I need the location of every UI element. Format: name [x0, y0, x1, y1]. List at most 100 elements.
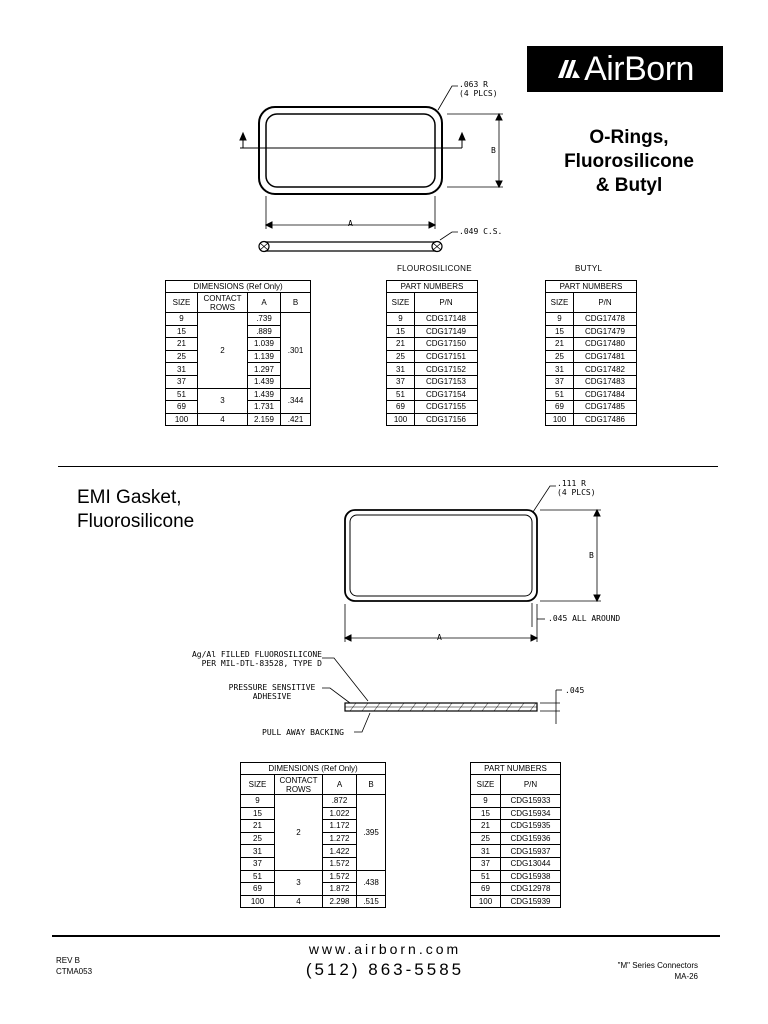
a-cell: .872 [322, 794, 357, 808]
pn-cell: CDG17479 [573, 324, 637, 339]
size-cell: 31 [545, 362, 574, 376]
pn-cell: CDG15935 [500, 819, 561, 833]
size-cell: 25 [240, 831, 275, 846]
emi-gasket-drawing [322, 485, 601, 733]
size-cell: 69 [165, 400, 198, 414]
rows-cell: 4 [197, 412, 248, 427]
table-caption: DIMENSIONS (Ref Only) [239, 762, 387, 775]
size-cell: 31 [470, 844, 501, 858]
col-header: SIZE [240, 774, 275, 795]
size-cell: 9 [470, 794, 501, 808]
adhesive-line: PRESSURE SENSITIVE [228, 683, 316, 692]
pn-cell: CDG12978 [500, 882, 561, 896]
section1-title: O-Rings, Fluorosilicone & Butyl [500, 126, 758, 198]
pn-cell: CDG15939 [500, 894, 561, 909]
pn-cell: CDG17156 [414, 412, 478, 427]
radius-value: .111 R [557, 479, 586, 488]
pn-cell: CDG15933 [500, 794, 561, 808]
radius-note: .111 R (4 PLCS) [557, 479, 596, 497]
rows-cell: 4 [274, 894, 323, 909]
pn-cell: CDG17482 [573, 362, 637, 376]
pn-cell: CDG17151 [414, 349, 478, 364]
pn-cell: CDG17154 [414, 387, 478, 402]
size-cell: 15 [240, 806, 275, 821]
size-cell: 21 [240, 819, 275, 833]
size-cell: 100 [240, 894, 275, 909]
revision: REV B [56, 956, 81, 965]
size-cell: 25 [470, 831, 501, 846]
size-cell: 69 [545, 400, 574, 414]
table-title: PART NUMBERS [386, 280, 478, 293]
footer-right: "M" Series Connectors MA-26 [560, 960, 698, 982]
size-cell: 31 [386, 362, 415, 376]
size-cell: 37 [240, 856, 275, 871]
dim-label-a: A [437, 633, 442, 642]
section-divider [58, 466, 718, 467]
o-ring-drawing [239, 85, 503, 253]
section2-title: EMI Gasket, Fluorosilicone [77, 486, 194, 534]
size-cell: 37 [386, 374, 415, 389]
adhesive-note: PRESSURE SENSITIVE ADHESIVE [222, 683, 322, 701]
a-cell: 1.731 [247, 400, 281, 414]
a-cell: 1.272 [322, 831, 357, 846]
phone-number: (512) 863-5585 [305, 960, 465, 979]
logo-text: AirBorn [584, 50, 694, 88]
a-cell: 1.022 [322, 806, 357, 821]
size-cell: 31 [165, 362, 198, 376]
size-cell: 25 [165, 349, 198, 364]
col-header: SIZE [165, 292, 198, 313]
dim-label-b: B [491, 146, 496, 155]
pn-cell: CDG17480 [573, 337, 637, 351]
dimensions-table: DIMENSIONS (Ref Only) SIZE CONTACT ROWS … [239, 762, 387, 909]
pn-cell: CDG17152 [414, 362, 478, 376]
col-header: A [247, 292, 281, 313]
radius-places: (4 PLCS) [459, 89, 498, 98]
material-line: PER MIL-DTL-83528, TYPE D [201, 659, 322, 668]
size-cell: 100 [165, 412, 198, 427]
a-cell: 2.298 [322, 894, 357, 909]
dimensions-table: DIMENSIONS (Ref Only) SIZE CONTACT ROWS … [164, 280, 312, 427]
size-cell: 25 [545, 349, 574, 364]
size-cell: 37 [470, 856, 501, 871]
table-title: PART NUMBERS [545, 280, 637, 293]
b-cell: .421 [279, 412, 312, 427]
a-cell: 1.039 [247, 337, 281, 351]
cross-section-note: .049 C.S. [459, 227, 503, 236]
col-header: CONTACT ROWS [274, 774, 323, 795]
website-link[interactable]: www.airborn.com [308, 941, 462, 957]
col-header: P/N [414, 292, 478, 313]
a-cell: 1.297 [247, 362, 281, 376]
size-cell: 51 [165, 387, 198, 402]
material-line: Ag/Al FILLED FLUOROSILICONE [191, 650, 322, 659]
size-cell: 100 [470, 894, 501, 909]
col-header: P/N [500, 774, 561, 795]
size-cell: 51 [545, 387, 574, 402]
b-cell: .515 [355, 894, 387, 909]
dim-label-b: B [589, 551, 594, 560]
title-line: O-Rings, [589, 127, 669, 148]
footer-contact: www.airborn.com (512) 863-5585 [280, 940, 490, 981]
pn-cell: CDG17481 [573, 349, 637, 364]
size-cell: 9 [386, 312, 415, 326]
rows-cell: 3 [274, 869, 323, 896]
title-line: EMI Gasket, [77, 487, 182, 508]
